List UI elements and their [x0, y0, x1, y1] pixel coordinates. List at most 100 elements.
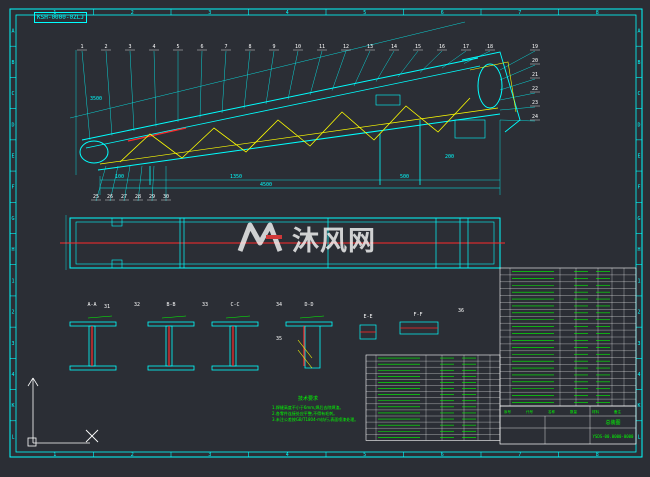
title-block-header: 备注 — [614, 409, 622, 414]
svg-text:24: 24 — [532, 114, 538, 120]
part-balloon[interactable]: 13 — [353, 44, 375, 87]
part-balloon[interactable]: 6 — [197, 44, 207, 118]
svg-text:23: 23 — [532, 100, 538, 106]
part-balloon[interactable]: 29 — [147, 165, 157, 202]
section-label: F-F — [413, 312, 422, 318]
section-views — [69, 315, 439, 371]
zone-number-bottom: 4 — [286, 452, 289, 458]
svg-text:19: 19 — [532, 44, 538, 50]
section-callout: 33 — [202, 302, 208, 308]
part-balloon[interactable]: 21 — [499, 72, 540, 91]
svg-text:4: 4 — [152, 44, 155, 50]
part-balloon[interactable]: 5 — [173, 44, 183, 122]
watermark: 沐风网 — [236, 218, 416, 258]
part-balloon[interactable]: 22 — [499, 86, 540, 101]
part-balloon[interactable]: 27 — [119, 165, 131, 202]
svg-text:6: 6 — [200, 44, 203, 50]
zone-letter-right: E — [637, 153, 640, 159]
notes-line-2: 2.各零件连接处应平整,不得有毛刺。 — [272, 410, 337, 416]
part-balloon[interactable]: 3 — [125, 44, 135, 132]
zone-letter-right: 4 — [637, 372, 640, 378]
zone-number-bottom: 6 — [441, 452, 444, 458]
svg-text:26: 26 — [107, 194, 113, 200]
svg-text:14: 14 — [391, 44, 397, 50]
zone-letter-left: 1 — [11, 278, 14, 284]
plan-view — [60, 215, 505, 270]
drawing-title-strip: KSH-0000-0ZLJ — [34, 12, 87, 23]
svg-text:11: 11 — [319, 44, 325, 50]
part-balloon[interactable]: 24 — [499, 114, 540, 122]
part-balloon[interactable]: 7 — [221, 44, 231, 114]
svg-text:2: 2 — [104, 44, 107, 50]
part-balloon[interactable]: 10 — [287, 44, 303, 100]
svg-text:20: 20 — [532, 58, 538, 64]
parts-list-right — [499, 267, 637, 407]
svg-text:30: 30 — [163, 194, 169, 200]
zone-letter-right: K — [637, 403, 640, 409]
title-block-header: 序号 — [504, 409, 512, 414]
part-balloon[interactable]: 12 — [331, 44, 351, 91]
part-balloon[interactable]: 4 — [149, 44, 159, 127]
part-balloon[interactable]: 19 — [499, 44, 540, 71]
part-balloon[interactable]: 16 — [419, 44, 447, 73]
part-balloon[interactable]: 23 — [499, 100, 540, 111]
zone-letter-left: L — [11, 434, 14, 440]
svg-text:1: 1 — [80, 44, 83, 50]
section-callout: 36 — [458, 308, 464, 314]
part-balloon[interactable]: 14 — [375, 44, 399, 82]
zone-letter-left: B — [11, 60, 14, 66]
svg-text:16: 16 — [439, 44, 445, 50]
notes-title: 技术要求 — [298, 395, 318, 402]
main-elevation-view — [69, 21, 521, 195]
title-block-header: 名称 — [548, 409, 556, 414]
section-label: A-A — [87, 302, 96, 308]
zone-letter-left: 4 — [11, 372, 14, 378]
part-balloon[interactable]: 9 — [265, 44, 279, 105]
part-balloon[interactable]: 15 — [397, 44, 423, 78]
notes-line-3: 3.未注公差按GB/T1804-m执行,表面喷漆处理。 — [272, 416, 358, 422]
zone-number-top: 4 — [286, 10, 289, 16]
svg-text:25: 25 — [93, 194, 99, 200]
svg-text:9: 9 — [272, 44, 275, 50]
part-balloon[interactable]: 8 — [243, 44, 255, 109]
zone-number-top: 7 — [518, 10, 521, 16]
part-balloon[interactable]: 20 — [499, 58, 540, 81]
part-balloon[interactable]: 2 — [101, 44, 113, 136]
zone-letter-left: G — [11, 216, 14, 222]
part-balloon[interactable]: 26 — [105, 165, 119, 202]
title-block: 序号代号名称数量材料备注总装图YSDS-00.0000-0000 — [499, 405, 637, 445]
part-balloon[interactable]: 30 — [161, 166, 171, 201]
part-balloon[interactable]: 28 — [133, 165, 143, 202]
title-block-header: 数量 — [570, 409, 578, 414]
part-balloon[interactable]: 11 — [309, 44, 327, 96]
svg-text:27: 27 — [121, 194, 127, 200]
section-label: D-D — [304, 302, 313, 308]
part-balloon[interactable]: 17 — [441, 44, 471, 69]
svg-text:18: 18 — [487, 44, 493, 50]
zone-number-bottom: 1 — [53, 452, 56, 458]
dimension-text: 4500 — [260, 182, 272, 188]
part-balloon[interactable]: 18 — [463, 44, 495, 64]
zone-letter-left: C — [11, 91, 14, 97]
zone-ticks — [10, 9, 642, 457]
svg-text:15: 15 — [415, 44, 421, 50]
watermark-text: 沐风网 — [292, 225, 376, 257]
part-balloon[interactable]: 25 — [91, 165, 107, 202]
zone-letter-right: 3 — [637, 341, 640, 347]
title-block-header: 材料 — [592, 409, 600, 414]
zone-letter-right: H — [637, 247, 640, 253]
section-callout: 31 — [104, 304, 110, 310]
technical-notes: 技术要求 1.焊缝高度不小于6mm,焊后去除焊渣。 2.各零件连接处应平整,不得… — [272, 395, 358, 422]
zone-letter-left: E — [11, 153, 14, 159]
zone-letter-left: K — [11, 403, 14, 409]
zone-letter-left: 3 — [11, 341, 14, 347]
zone-number-top: 8 — [596, 10, 599, 16]
section-callout: 35 — [276, 336, 282, 342]
ucs-icon — [27, 377, 90, 447]
zone-number-bottom: 3 — [208, 452, 211, 458]
svg-text:21: 21 — [532, 72, 538, 78]
part-balloon[interactable]: 1 — [77, 44, 91, 141]
dimension-text: 200 — [445, 154, 454, 160]
